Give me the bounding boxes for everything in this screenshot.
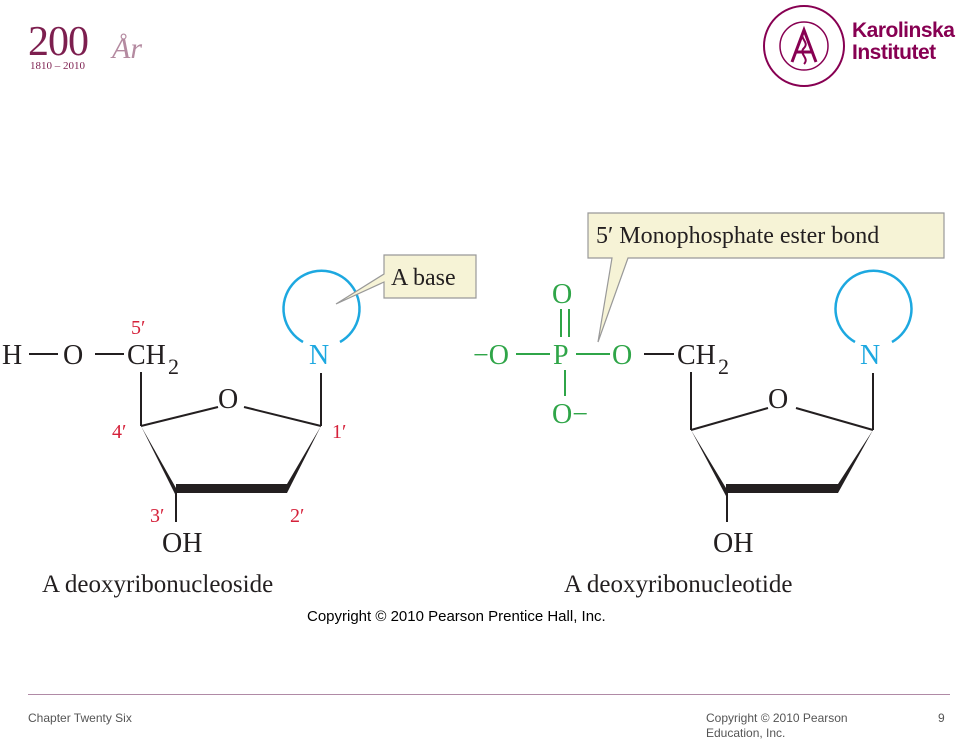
nucleotide-ring-bold-left <box>691 430 726 496</box>
base-callout-box <box>335 254 477 305</box>
nucleoside-ring-o: O <box>218 384 238 415</box>
nucleoside-h: H <box>2 340 22 371</box>
nucleoside-ring-bold-right <box>287 426 321 493</box>
nucleoside-ch2: CH <box>127 340 166 371</box>
label-5-prime: 5′ <box>131 317 145 339</box>
karolinska-seal-logo <box>763 5 845 87</box>
phosphate-o-minus-left: −O <box>473 340 509 371</box>
nucleotide-ch2: CH <box>677 340 716 371</box>
nucleoside-ring-bold-bottom <box>176 484 287 493</box>
nucleotide-caption: A deoxyribonucleotide <box>564 571 792 598</box>
ester-o: O <box>612 340 632 371</box>
ester-callout-label: 5′ Monophosphate ester bond <box>596 223 879 249</box>
nucleoside-nucleotide-diagram: H O CH 2 5′ O 4′ 1′ 3′ 2′ OH N A deoxyri… <box>2 212 945 598</box>
nucleoside-n: N <box>309 340 329 371</box>
label-1-prime: 1′ <box>332 421 346 443</box>
phosphate-p: P <box>553 340 569 371</box>
nucleotide-oh: OH <box>713 528 753 559</box>
base-callout-label: A base <box>391 265 456 291</box>
ki-name-line1: Karolinska <box>852 19 955 42</box>
label-3-prime: 3′ <box>150 505 164 527</box>
nucleotide-ring-o: O <box>768 384 788 415</box>
nucleoside-base-ring <box>282 269 361 344</box>
logo-200-number: 200 <box>28 19 89 65</box>
nucleoside-ch2-subscript: 2 <box>168 354 179 379</box>
nucleoside-o: O <box>63 340 83 371</box>
nucleotide-ring-bold-right <box>838 430 873 493</box>
ki-name-line2: Institutet <box>852 41 936 64</box>
nucleotide-n: N <box>860 340 880 371</box>
phosphate-o-top: O <box>552 279 572 310</box>
logo-years: 1810 – 2010 <box>30 60 85 72</box>
ester-callout-box <box>587 212 945 343</box>
page-number: 9 <box>938 711 945 725</box>
phosphate-o-minus-bottom: O− <box>552 399 588 430</box>
nucleotide-ch2-subscript: 2 <box>718 354 729 379</box>
footer-copyright: Copyright © 2010 Pearson Education, Inc. <box>706 711 848 740</box>
nucleoside-ring-bold-left <box>141 426 176 496</box>
karolinska-wordmark: Karolinska Institutet <box>852 19 955 64</box>
logo-script-ar: År <box>112 32 142 65</box>
anniversary-logo: 200 År 1810 – 2010 <box>28 19 158 78</box>
figure-copyright: Copyright © 2010 Pearson Prentice Hall, … <box>307 608 606 625</box>
nucleotide-base-ring <box>834 269 913 344</box>
footer-chapter: Chapter Twenty Six <box>28 711 132 725</box>
label-2-prime: 2′ <box>290 505 304 527</box>
nucleoside-caption: A deoxyribonucleoside <box>42 571 273 598</box>
label-4-prime: 4′ <box>112 421 126 443</box>
nucleoside-oh: OH <box>162 528 202 559</box>
footer-divider <box>28 694 950 695</box>
nucleotide-ring-bold-bottom <box>726 484 838 493</box>
